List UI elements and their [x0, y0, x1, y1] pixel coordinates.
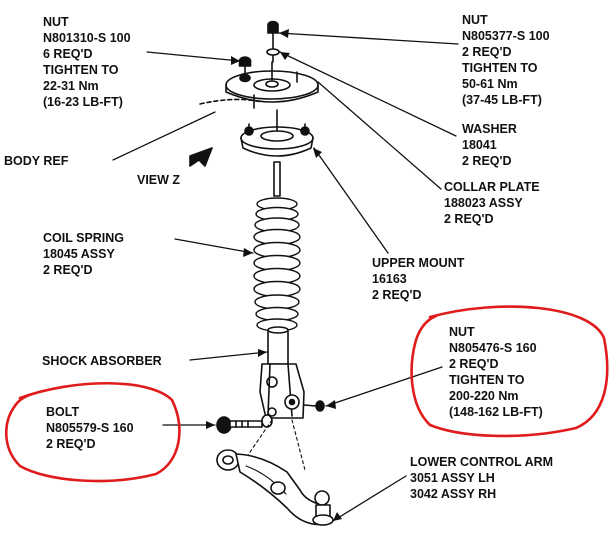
leader-body-ref — [112, 111, 216, 161]
label-nut-right-line-1: NUT — [462, 13, 488, 27]
label-nut-lower-line-5: 200-220 Nm — [449, 389, 519, 403]
label-nut-lower-line-3: 2 REQ'D — [449, 357, 499, 371]
label-nut-right-line-5: 50-61 Nm — [462, 77, 518, 91]
label-upper-mount-line-2: 16163 — [372, 272, 407, 286]
label-nut-left-line-1: NUT — [43, 15, 69, 29]
label-bolt: BOLT N805579-S 160 2 REQ'D — [46, 404, 134, 452]
view-z-arrow — [189, 147, 213, 167]
label-nut-right-line-6: (37-45 LB-FT) — [462, 93, 542, 107]
label-bolt-line-2: N805579-S 160 — [46, 421, 134, 435]
label-nut-right-line-3: 2 REQ'D — [462, 45, 512, 59]
shock-absorber-body — [267, 326, 289, 365]
label-upper-mount: UPPER MOUNT 16163 2 REQ'D — [372, 255, 464, 303]
label-body-ref: BODY REF — [4, 154, 69, 168]
label-washer-line-2: 18041 — [462, 138, 497, 152]
label-nut-left-line-4: TIGHTEN TO — [43, 63, 119, 77]
label-coil-spring: COIL SPRING 18045 ASSY 2 REQ'D — [43, 230, 124, 278]
upper-mount-top — [225, 61, 319, 103]
arrowheads — [206, 29, 342, 521]
label-nut-left: NUT N801310-S 100 6 REQ'D TIGHTEN TO 22-… — [43, 14, 131, 110]
label-nut-right-line-4: TIGHTEN TO — [462, 61, 538, 75]
label-nut-right-line-2: N805377-S 100 — [462, 29, 550, 43]
leader-upper-mount — [313, 147, 389, 254]
leader-nut-lower — [325, 366, 443, 407]
label-nut-lower-line-4: TIGHTEN TO — [449, 373, 525, 387]
leader-shock-absorber — [189, 351, 268, 361]
leader-coil-spring — [174, 238, 254, 254]
collar-plate — [240, 109, 314, 157]
label-bolt-line-3: 2 REQ'D — [46, 437, 96, 451]
label-lower-control-arm-line-2: 3051 ASSY LH — [410, 471, 495, 485]
top-washer — [266, 48, 280, 56]
label-bolt-line-1: BOLT — [46, 405, 80, 419]
label-coil-spring-line-1: COIL SPRING — [43, 231, 125, 245]
label-coil-spring-line-2: 18045 ASSY — [43, 247, 115, 261]
lower-bracket — [259, 363, 305, 419]
bolt-part — [216, 414, 273, 434]
label-nut-left-line-5: 22-31 Nm — [43, 79, 99, 93]
label-nut-left-line-6: (16-23 LB-FT) — [43, 95, 123, 109]
piston-rod — [273, 161, 281, 197]
highlight-circle-nut — [410, 305, 609, 438]
label-washer-line-3: 2 REQ'D — [462, 154, 512, 168]
highlight-circles — [5, 305, 609, 483]
highlight-circle-bolt — [5, 381, 181, 483]
leader-collar-plate — [317, 81, 442, 190]
lower-nut-part — [303, 400, 325, 412]
label-collar-plate: COLLAR PLATE 188023 ASSY 2 REQ'D — [444, 179, 540, 227]
leader-lower-control-arm — [332, 475, 407, 522]
label-nut-right: NUT N805377-S 100 2 REQ'D TIGHTEN TO 50-… — [462, 12, 550, 108]
top-nut — [267, 20, 279, 34]
label-nut-lower: NUT N805476-S 160 2 REQ'D TIGHTEN TO 200… — [449, 324, 543, 420]
label-view-z: VIEW Z — [137, 173, 181, 187]
label-collar-plate-line-1: COLLAR PLATE — [444, 180, 540, 194]
body-ref-plane — [199, 98, 263, 105]
label-nut-left-line-2: N801310-S 100 — [43, 31, 131, 45]
label-shock-absorber: SHOCK ABSORBER — [42, 354, 162, 368]
leader-nut-left — [146, 51, 241, 62]
label-collar-plate-line-3: 2 REQ'D — [444, 212, 494, 226]
label-upper-mount-line-3: 2 REQ'D — [372, 288, 422, 302]
label-collar-plate-line-2: 188023 ASSY — [444, 196, 523, 210]
label-washer-line-1: WASHER — [462, 122, 517, 136]
label-nut-lower-line-2: N805476-S 160 — [449, 341, 537, 355]
label-lower-control-arm: LOWER CONTROL ARM 3051 ASSY LH 3042 ASSY… — [410, 454, 553, 502]
label-nut-lower-line-6: (148-162 LB-FT) — [449, 405, 543, 419]
label-nut-lower-line-1: NUT — [449, 325, 475, 339]
label-coil-spring-line-3: 2 REQ'D — [43, 263, 93, 277]
lower-control-arm-part — [216, 449, 334, 526]
leader-lines — [112, 32, 459, 522]
label-upper-mount-line-1: UPPER MOUNT — [372, 256, 465, 270]
label-lower-control-arm-line-3: 3042 ASSY RH — [410, 487, 497, 501]
assembly-lines — [247, 419, 306, 471]
leader-nut-right — [278, 32, 459, 45]
label-nut-left-line-3: 6 REQ'D — [43, 47, 93, 61]
label-washer: WASHER 18041 2 REQ'D — [462, 121, 517, 169]
leader-washer — [279, 51, 457, 137]
coil-spring — [253, 197, 301, 332]
label-lower-control-arm-line-1: LOWER CONTROL ARM — [410, 455, 554, 469]
